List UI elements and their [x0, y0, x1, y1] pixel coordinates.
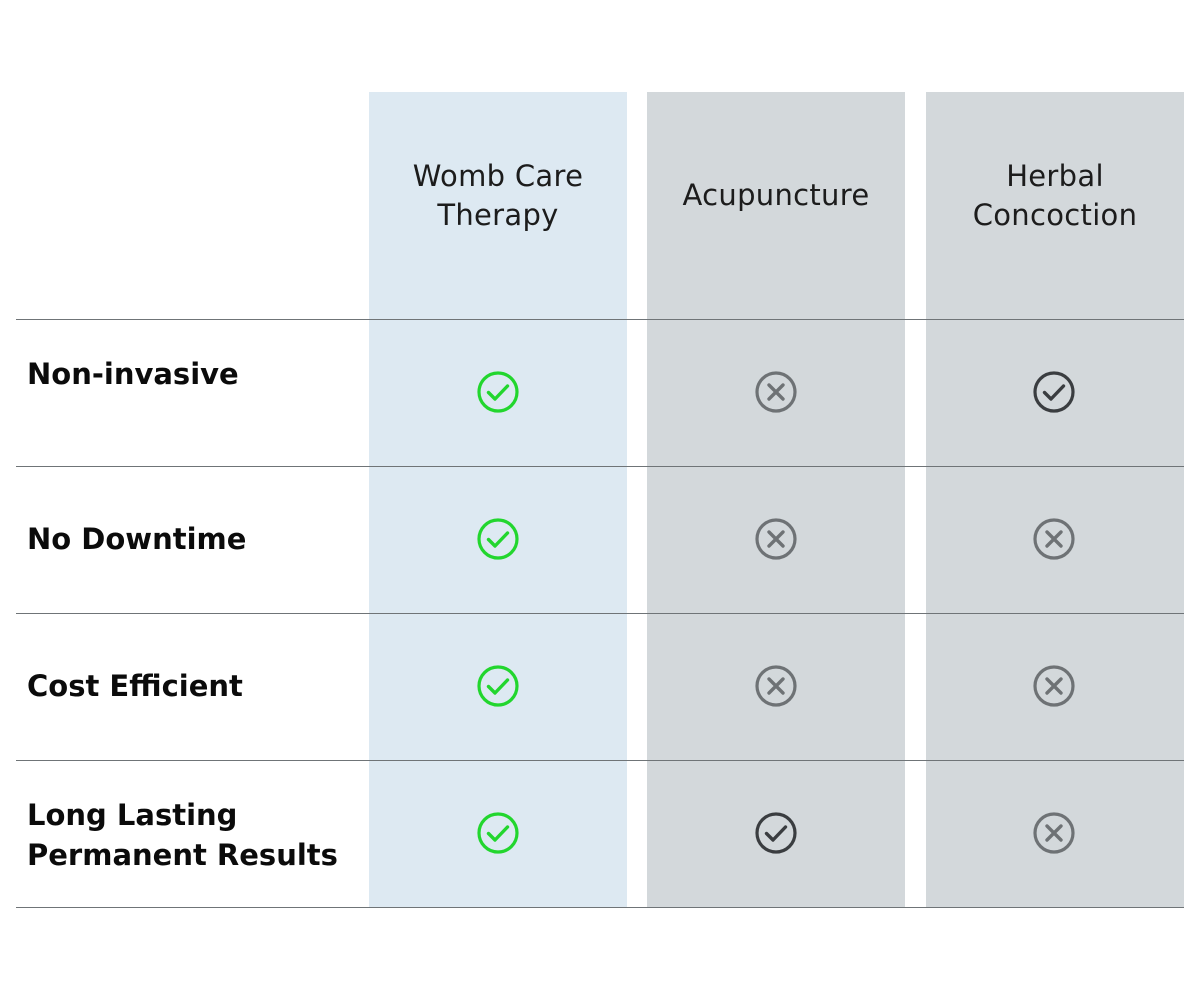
check-circle-icon: [476, 370, 520, 414]
column-header-herbal-concoction: Herbal Concoction: [926, 92, 1184, 319]
row-label-long-lasting: Long Lasting Permanent Results: [27, 795, 357, 875]
row-label-line: Long Lasting: [27, 798, 238, 832]
x-circle-icon: [754, 517, 798, 561]
column-bg-acupuncture: [647, 92, 905, 907]
row-divider: [16, 613, 1184, 614]
x-circle-icon: [1032, 811, 1076, 855]
check-circle-icon: [476, 664, 520, 708]
row-label-cost-efficient: Cost Efficient: [27, 666, 357, 706]
column-header-line: Womb Care: [412, 158, 584, 193]
row-label-line: No Downtime: [27, 522, 247, 556]
check-circle-icon: [476, 811, 520, 855]
column-header-line: Therapy: [437, 197, 559, 232]
x-circle-icon: [754, 370, 798, 414]
row-divider: [16, 760, 1184, 761]
x-circle-icon: [1032, 517, 1076, 561]
row-label-line: Cost Efficient: [27, 669, 243, 703]
row-label-non-invasive: Non-invasive: [27, 354, 357, 394]
column-header-acupuncture: Acupuncture: [647, 92, 905, 319]
column-header-womb-care-therapy: Womb Care Therapy: [369, 92, 627, 319]
column-bg-herbal-concoction: [926, 92, 1184, 907]
row-divider: [16, 466, 1184, 467]
x-circle-icon: [754, 664, 798, 708]
x-circle-icon: [1032, 664, 1076, 708]
check-circle-icon: [1032, 370, 1076, 414]
column-header-line: Acupuncture: [682, 178, 870, 212]
row-label-line: Non-invasive: [27, 357, 239, 391]
column-bg-womb-care-therapy: [369, 92, 627, 907]
check-circle-icon: [476, 517, 520, 561]
column-header-line: Herbal: [1006, 158, 1104, 193]
row-label-no-downtime: No Downtime: [27, 519, 357, 559]
row-divider: [16, 907, 1184, 908]
column-header-line: Concoction: [972, 197, 1138, 232]
row-divider: [16, 319, 1184, 320]
row-label-line: Permanent Results: [27, 838, 338, 872]
check-circle-icon: [754, 811, 798, 855]
